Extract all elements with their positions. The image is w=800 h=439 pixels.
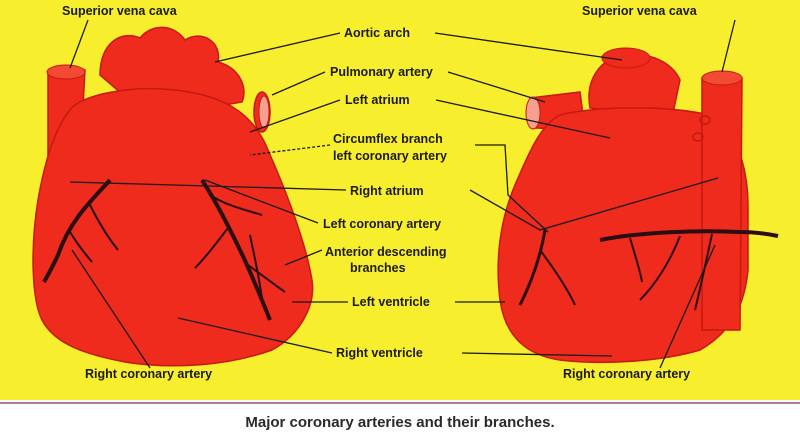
left-svc-top [46,64,86,80]
right-vessel-opening-1 [699,115,711,125]
leader-right-atrium-right [469,177,719,231]
label-circumflex-line2: left coronary artery [333,149,447,163]
label-left-coronary-artery: Left coronary artery [323,217,441,231]
leader-rca-left [71,249,151,369]
label-pulmonary-artery: Pulmonary artery [330,65,433,79]
left-lad-branch-d [249,234,263,301]
leader-right-atrium-left [69,181,347,191]
right-posterior-descending [518,229,547,306]
right-branch-a [539,249,576,306]
leader-circumflex-dotted [249,144,331,156]
label-anterior-descending-line1: Anterior descending [325,245,447,259]
leader-superior-vena-cava-left [69,19,89,69]
leader-lines [69,19,736,369]
caption-divider [0,402,800,404]
labels: Superior vena cava Superior vena cava Ao… [62,4,698,381]
label-superior-vena-cava-right: Superior vena cava [582,4,698,18]
figure-caption: Major coronary arteries and their branch… [245,414,555,431]
left-anterior-descending [200,178,272,321]
leader-left-coronary [204,179,319,224]
heart-diagram: Superior vena cava Superior vena cava Ao… [0,0,800,400]
leader-superior-vena-cava-right [721,19,736,73]
leader-left-atrium-right [435,99,611,139]
left-right-coronary-artery [42,178,112,283]
left-lad-branch-a [209,194,263,216]
leader-circumflex [475,144,549,233]
leader-aortic-arch-right [434,32,623,61]
label-right-atrium: Right atrium [350,184,424,198]
leader-right-ventricle-left [177,317,333,354]
leader-anterior-descending [284,249,323,266]
right-circumflex-artery [599,229,779,242]
label-aortic-arch: Aortic arch [344,26,410,40]
right-vessel-opening-2 [692,132,704,142]
left-lad-branch-b [194,227,229,269]
leader-aortic-arch-left [214,32,341,63]
left-heart [32,26,314,367]
right-branch-d [629,237,643,283]
label-anterior-descending-line2: branches [350,261,406,275]
leader-right-ventricle-right [461,352,613,357]
right-branch-b [639,235,681,301]
label-right-ventricle: Right ventricle [336,346,423,360]
right-heart [497,47,779,364]
leader-pulmonary-artery-right [447,71,546,103]
leader-rca-right [659,244,716,369]
left-rca-branch-b [69,231,93,263]
left-pulmonary-opening [258,95,270,129]
label-right-coronary-artery-right: Right coronary artery [563,367,690,381]
right-pulmonary-opening [525,96,541,130]
right-branch-c [694,233,713,311]
label-left-ventricle: Left ventricle [352,295,430,309]
leader-left-atrium-left [249,99,341,133]
left-rca-branch-a [89,204,119,251]
label-right-coronary-artery-left: Right coronary artery [85,367,212,381]
label-superior-vena-cava-left: Superior vena cava [62,4,178,18]
right-superior-vena-cava [701,77,743,331]
right-aorta-top [601,47,651,69]
left-lad-branch-c [247,264,286,293]
label-circumflex-line1: Circumflex branch [333,132,443,146]
label-left-atrium: Left atrium [345,93,410,107]
leader-pulmonary-artery-left [271,71,326,96]
right-svc-top [701,70,743,86]
